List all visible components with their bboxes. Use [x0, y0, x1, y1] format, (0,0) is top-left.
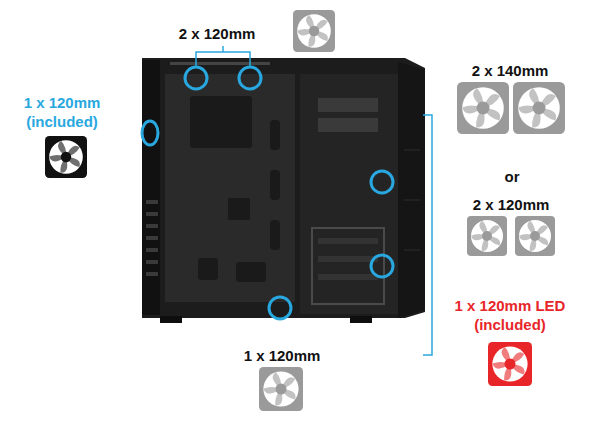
fan-label: 1 x 120mm LED (included)	[440, 296, 580, 334]
fan-icon	[457, 82, 509, 134]
motherboard-tray	[165, 74, 295, 302]
fan-label: or	[482, 167, 542, 186]
fan-icon	[513, 82, 565, 134]
case-feet	[160, 316, 372, 323]
front-bezel	[398, 62, 425, 318]
fan-label: 2 x 120mm	[446, 195, 576, 214]
case-body	[142, 58, 425, 318]
drive-bay-area	[300, 74, 398, 314]
fan-icon	[467, 216, 507, 256]
fan-position-markers	[142, 67, 393, 319]
fan-icon	[259, 367, 303, 411]
fan-label: 1 x 120mm	[217, 346, 347, 365]
fan-icon	[515, 216, 555, 256]
brackets	[196, 46, 432, 355]
tray-cutouts	[190, 96, 280, 282]
fan-label: 2 x 120mm	[152, 24, 282, 43]
top-vents	[170, 62, 270, 65]
expansion-slots	[146, 200, 158, 276]
fan-label: 1 x 120mm (included)	[7, 93, 117, 131]
front-mesh	[404, 150, 420, 250]
fan-label: 2 x 140mm	[445, 61, 575, 80]
fan-icon	[293, 10, 335, 52]
rear-panel	[142, 60, 160, 315]
fan-icon	[45, 136, 87, 178]
fan-icon	[488, 342, 532, 386]
